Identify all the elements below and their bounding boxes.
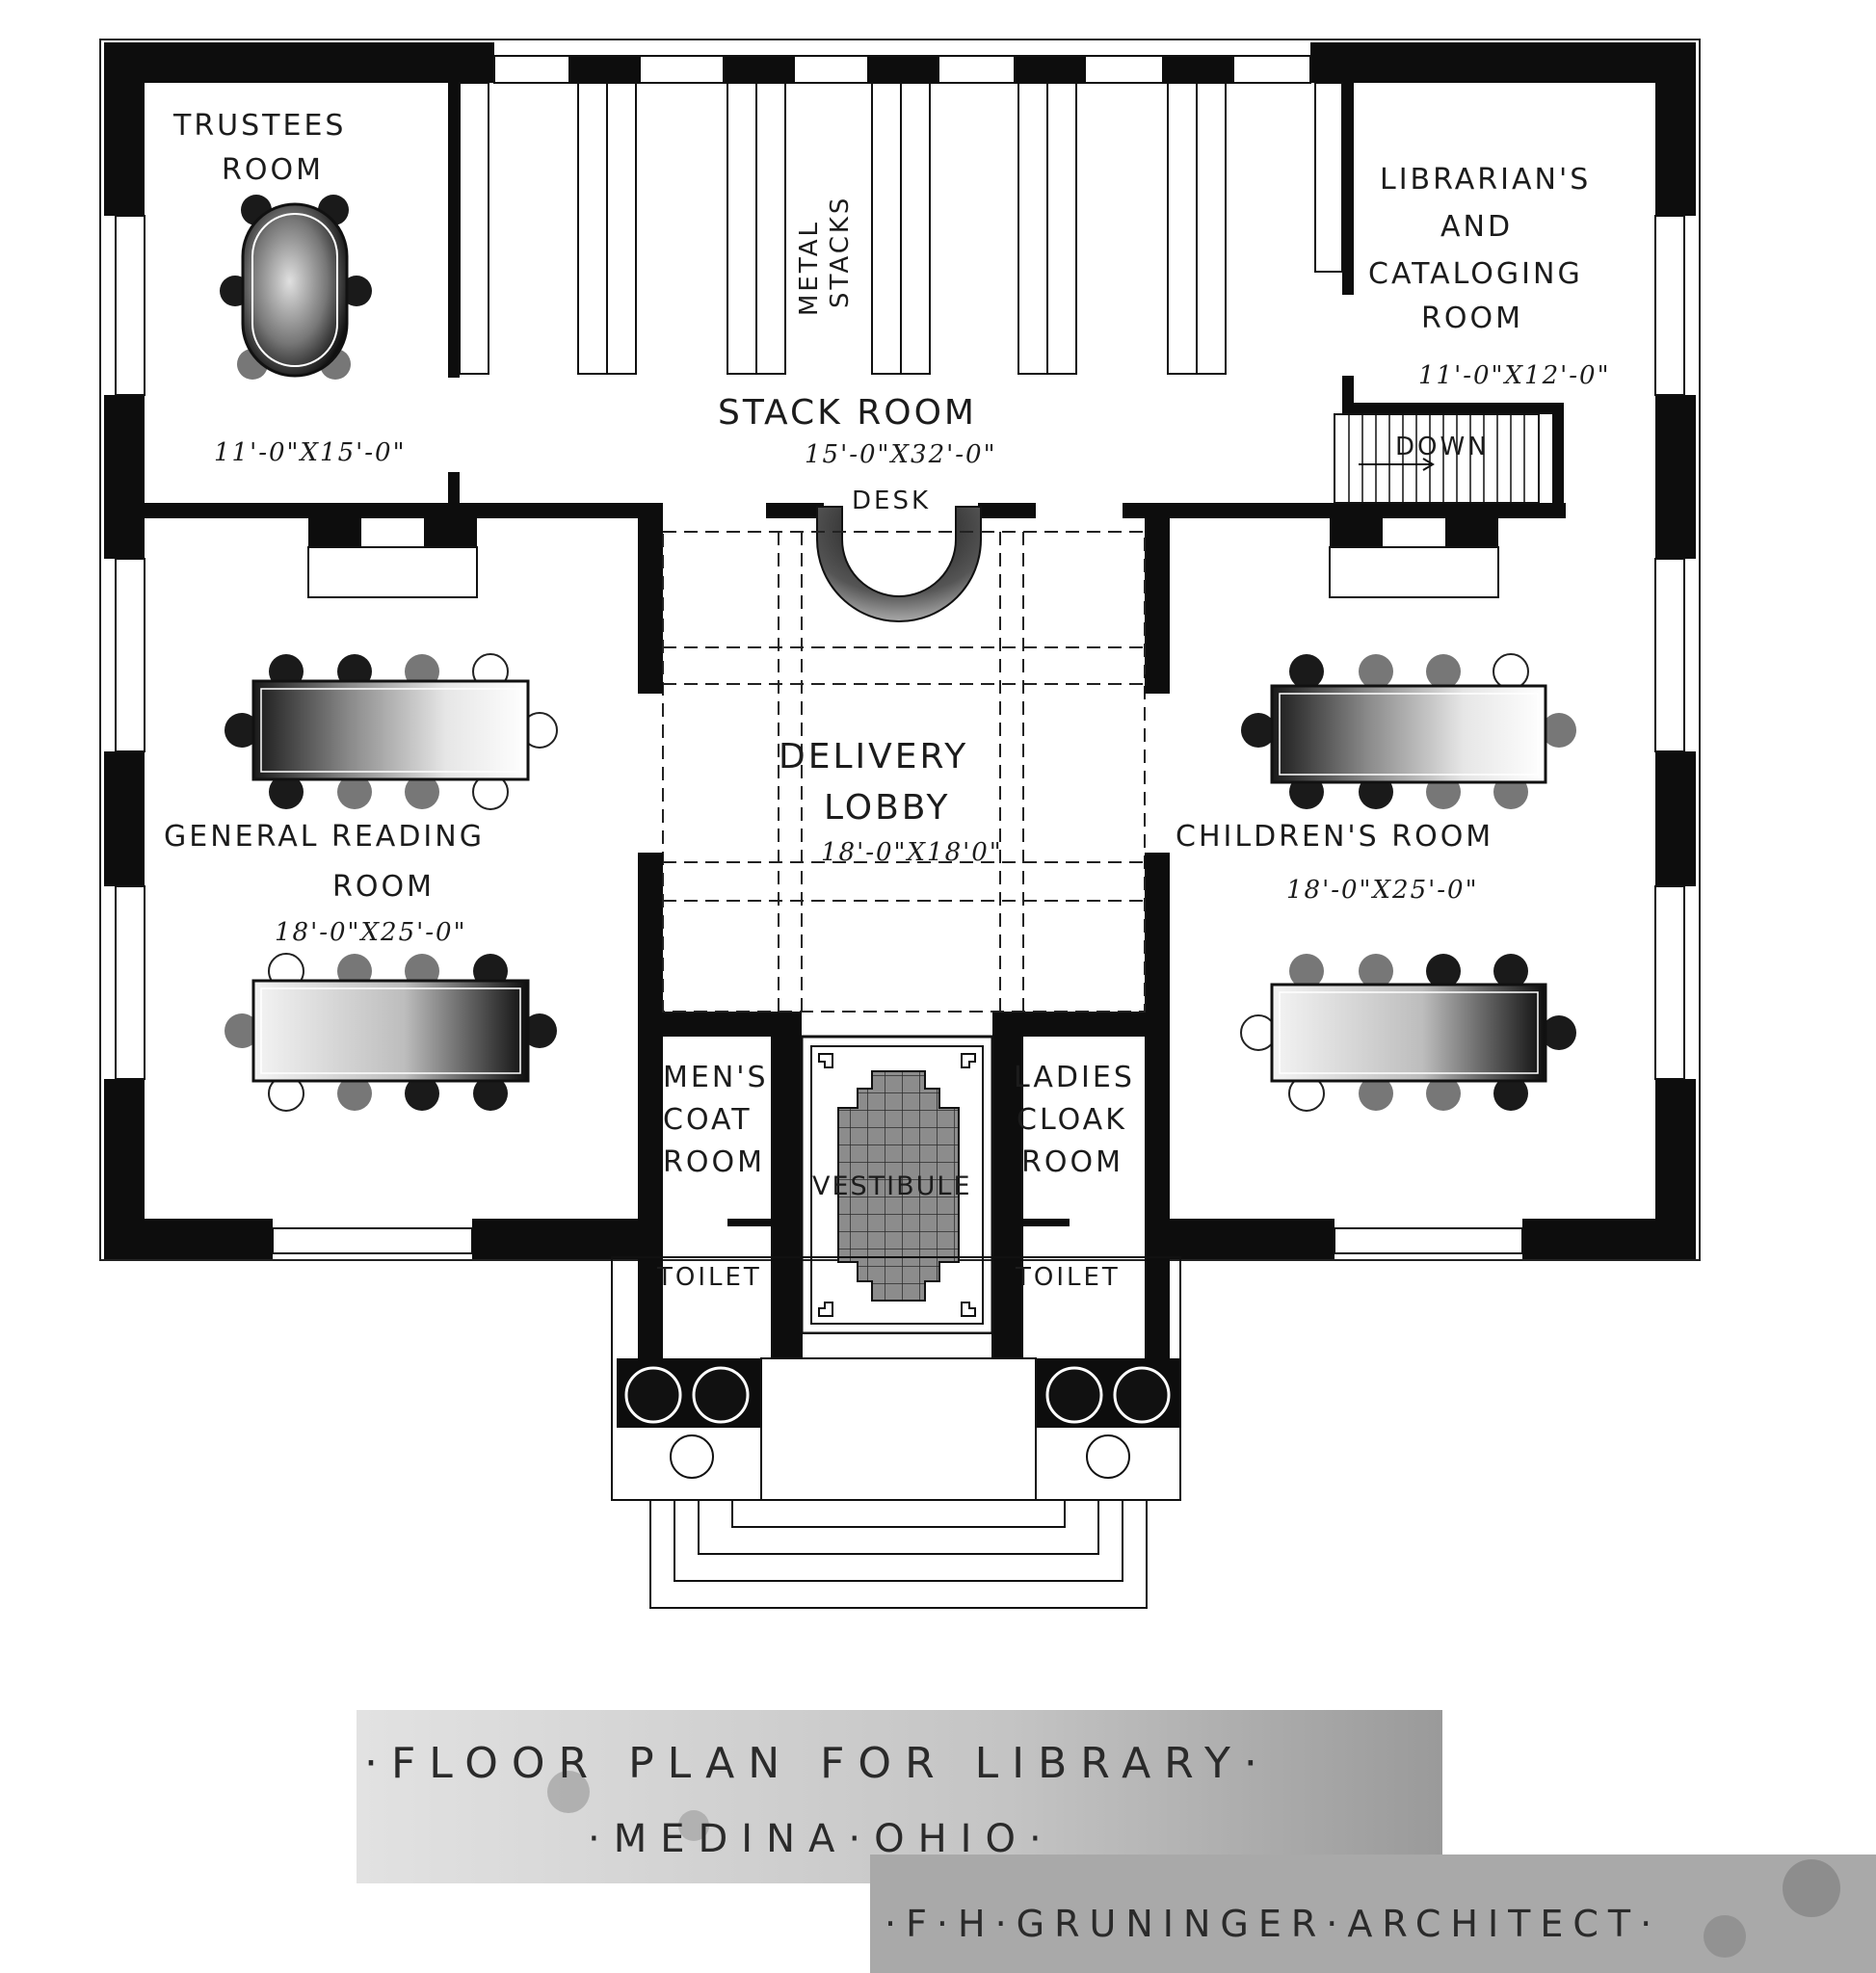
entrance-porch bbox=[611, 1256, 1181, 1609]
lobby-ceiling-grid bbox=[638, 531, 1170, 1013]
librarian-label-4: ROOM bbox=[1421, 302, 1523, 335]
librarian-dimensions: 11'-0"X12'-0" bbox=[1418, 361, 1611, 390]
ladies-cloak-label-3: ROOM bbox=[1021, 1145, 1123, 1179]
delivery-label-2: LOBBY bbox=[824, 788, 951, 828]
librarian-label-1: LIBRARIAN'S bbox=[1380, 163, 1591, 197]
stack-room-label: STACK ROOM bbox=[718, 393, 977, 433]
ladies-cloak-label-2: CLOAK bbox=[1017, 1103, 1127, 1137]
vestibule-floor bbox=[800, 1035, 994, 1359]
trustees-label-2: ROOM bbox=[222, 153, 324, 187]
stack-room-dimensions: 15'-0"X32'-0" bbox=[805, 440, 997, 469]
exterior-walls bbox=[99, 39, 1701, 1261]
title-line-2: ·MEDINA·OHIO· bbox=[588, 1817, 1055, 1861]
children-dimensions: 18'-0"X25'-0" bbox=[1286, 876, 1479, 905]
general-label-2: ROOM bbox=[332, 870, 435, 904]
trustees-label-1: TRUSTEES bbox=[172, 109, 346, 143]
stair-label: DOWN bbox=[1395, 433, 1490, 461]
general-reading-tables bbox=[225, 653, 558, 1112]
ladies-cloak-label-1: LADIES bbox=[1014, 1061, 1135, 1094]
mens-coat-label-3: ROOM bbox=[663, 1145, 765, 1179]
general-dimensions: 18'-0"X25'-0" bbox=[275, 918, 467, 947]
children-label: CHILDREN'S ROOM bbox=[1176, 820, 1493, 854]
interior-walls bbox=[145, 82, 1566, 1358]
delivery-label-1: DELIVERY bbox=[779, 737, 968, 776]
toilet-right-label: TOILET bbox=[1015, 1263, 1121, 1292]
title-block: ·FLOOR PLAN FOR LIBRARY· ·MEDINA·OHIO· ·… bbox=[357, 1710, 1876, 1973]
toilet-left-label: TOILET bbox=[656, 1263, 762, 1292]
librarian-label-2: AND bbox=[1440, 210, 1513, 244]
title-line-1: ·FLOOR PLAN FOR LIBRARY· bbox=[364, 1739, 1271, 1788]
librarian-label-3: CATALOGING bbox=[1368, 257, 1583, 291]
stacks-label-2: STACKS bbox=[826, 196, 855, 308]
vestibule-label: VESTIBULE bbox=[812, 1171, 972, 1201]
stair bbox=[1334, 413, 1540, 504]
mens-coat-label-1: MEN'S bbox=[663, 1061, 769, 1094]
childrens-room-tables bbox=[1240, 653, 1576, 1112]
room-labels: TRUSTEES ROOM 11'-0"X15'-0" METAL STACKS… bbox=[164, 109, 1611, 1292]
title-line-3: ·F·H·GRUNINGER·ARCHITECT· bbox=[885, 1903, 1661, 1945]
circulation-desk bbox=[816, 506, 982, 622]
general-label-1: GENERAL READING bbox=[164, 820, 485, 854]
desk-label: DESK bbox=[852, 487, 931, 515]
title-paper-strip-lower bbox=[870, 1855, 1876, 1973]
mens-coat-label-2: COAT bbox=[663, 1103, 753, 1137]
trustees-table bbox=[220, 195, 372, 380]
delivery-dimensions: 18'-0"X18'0" bbox=[821, 838, 1003, 867]
stacks-label-1: METAL bbox=[795, 220, 824, 316]
trustees-dimensions: 11'-0"X15'-0" bbox=[214, 438, 407, 467]
metal-stacks bbox=[459, 82, 1227, 375]
